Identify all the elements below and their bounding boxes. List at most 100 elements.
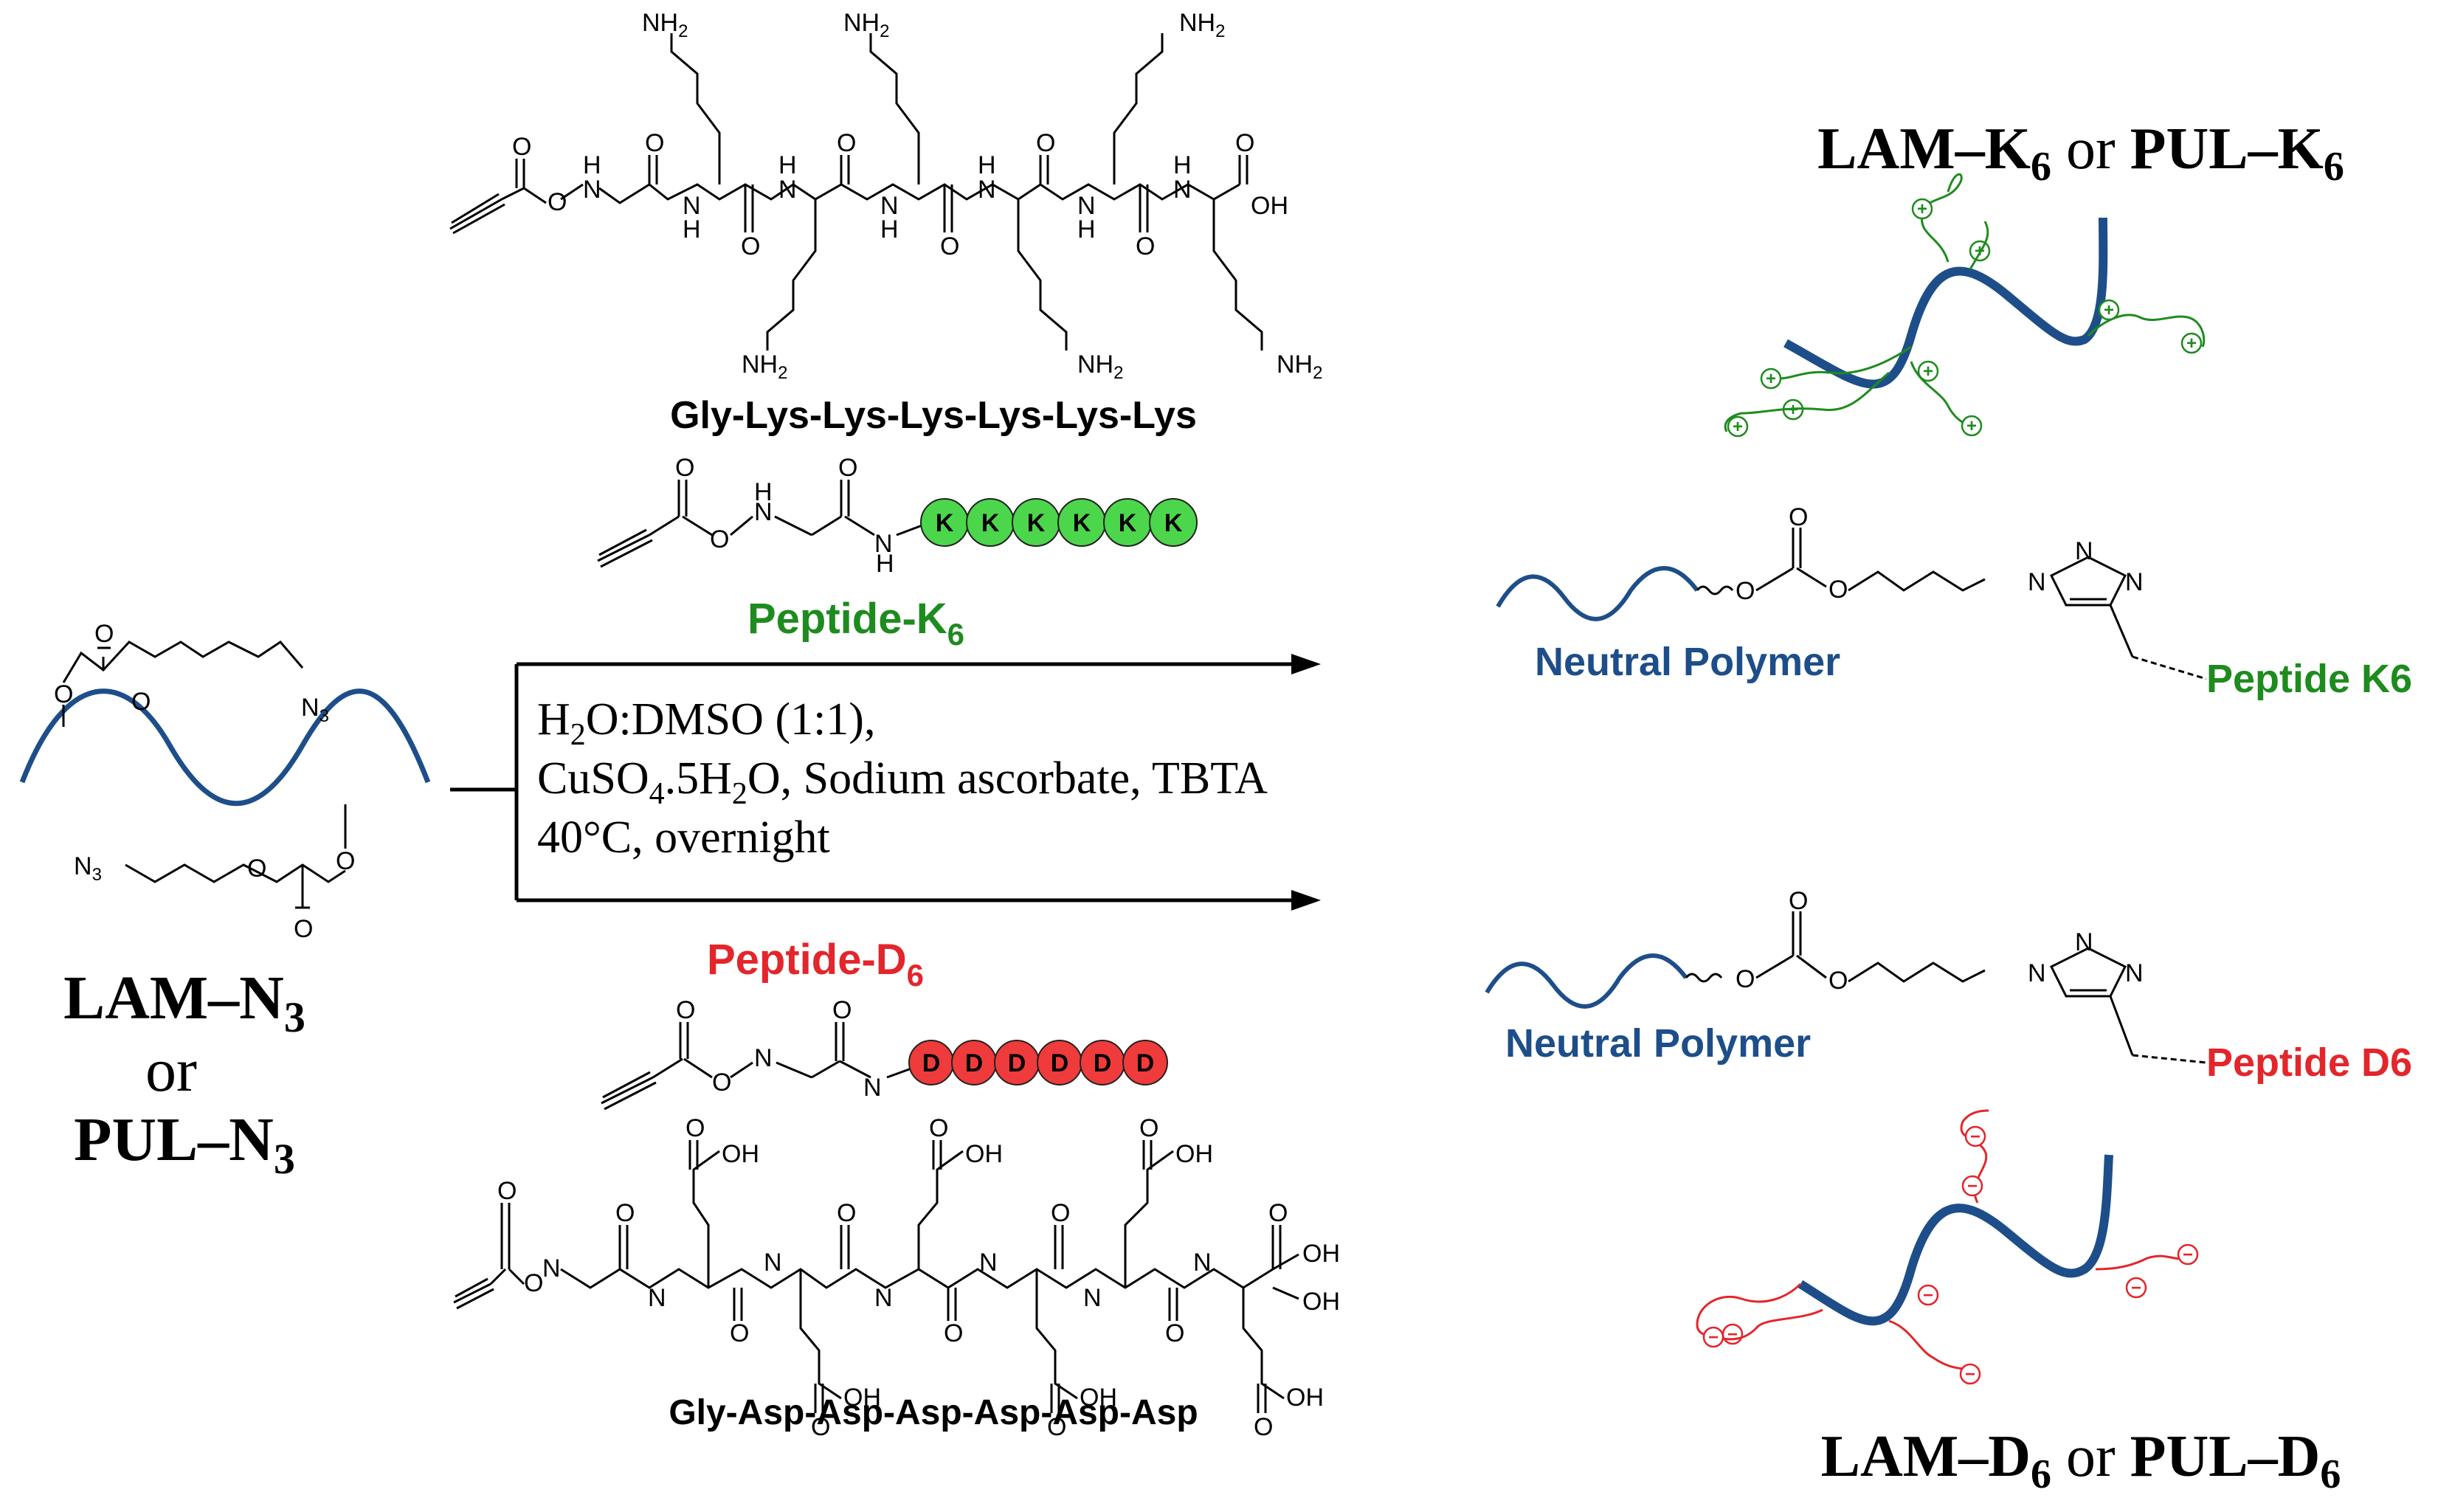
pk-conj-o-1: O [1736, 577, 1755, 605]
product-d-chain [1711, 1308, 1823, 1341]
pd-oh-side-4: OH [843, 1384, 881, 1412]
product-k-polymer-chain [1783, 217, 2108, 389]
pk-conj-o-2: O [1789, 503, 1808, 531]
product-k-charge [1760, 367, 1782, 390]
pk-nh2-4: NH2 [742, 351, 787, 383]
pk-conj-n-1: N [2028, 568, 2046, 596]
pd-o-side-2: O [929, 1114, 948, 1142]
product-d-charge-symbol: − [1727, 1325, 1738, 1344]
arrow-head-bottom [1291, 890, 1321, 911]
pk-h-4: H [880, 215, 899, 244]
peptide-d-bead-letter: D [1136, 1049, 1155, 1077]
product-d-charge [1917, 1284, 1939, 1306]
peptide-d-bead-letter: D [1094, 1049, 1112, 1077]
start-or: or [145, 1036, 197, 1105]
pk-h-5: H [978, 151, 996, 179]
pk-h-2: H [683, 215, 701, 244]
product-k-chain [1770, 345, 1912, 380]
pk-n-1: N [583, 176, 601, 204]
pk-bead-o-carbonyl: O [675, 454, 694, 482]
conditions-line-2: CuSO4.5H2O, Sodium ascorbate, TBTA [537, 753, 1268, 811]
pd-oh-side-6: OH [1286, 1384, 1324, 1412]
peptide-d-bead-letter: D [965, 1049, 984, 1077]
pd-bead-o-2: O [832, 996, 852, 1024]
peptide-k-bead-letter: K [1164, 509, 1183, 537]
pk-nh2-3: NH2 [1179, 9, 1225, 41]
pd-conj-n-1: N [2028, 959, 2046, 987]
product-k-peptide-label: Peptide K6 [2206, 657, 2412, 701]
product-k-wavy-bond [1696, 585, 1734, 596]
pk-n-2: N [683, 192, 701, 220]
start-labels: LAM–N3 or PUL–N3 [63, 964, 305, 1183]
product-d-chain [1888, 1319, 1972, 1374]
product-k-charge-symbol: + [1966, 416, 1977, 436]
pk-nh2-6: NH2 [1277, 351, 1322, 383]
pd-conj-n-3: N [2125, 959, 2144, 987]
pk-o-2: O [645, 129, 664, 157]
conditions-line-1: H2O:DMSO (1:1), [537, 694, 875, 752]
product-k-charge [1961, 415, 1983, 437]
product-d-charge-symbol: − [1965, 1364, 1975, 1384]
product-d-charge [2177, 1243, 2199, 1266]
pd-o-ester: O [524, 1269, 543, 1297]
pk-nh2-1: NH2 [642, 9, 688, 41]
pd-bead-o-ester: O [712, 1069, 731, 1097]
peptide-d-bead-letter: D [1008, 1049, 1026, 1077]
product-d-charge [1961, 1175, 1983, 1197]
product-d-peptide-label: Peptide D6 [2206, 1040, 2412, 1085]
start-title-pul: PUL–N3 [74, 1105, 295, 1183]
product-k-conj-bonds [1755, 528, 2207, 680]
conditions-line-3: 40°C, overnight [537, 812, 830, 863]
pk-bead-h-2: H [876, 550, 894, 578]
pd-o-8: O [1268, 1199, 1288, 1227]
pk-n-5: N [978, 176, 996, 204]
product-d-charge-symbol: − [2183, 1245, 2193, 1265]
peptide-k-bead [1149, 498, 1198, 547]
pd-o-carbonyl: O [497, 1177, 517, 1205]
start-polymer: O O O N3 O O O N3 [19, 620, 431, 943]
start-polymer-chain [19, 688, 431, 807]
pk-n-7: N [1173, 176, 1192, 204]
product-d-polymer-label: Neutral Polymer [1505, 1021, 1811, 1066]
peptide-k-bead-letter: K [1073, 509, 1091, 537]
pk-h-1: H [583, 151, 601, 179]
pd-n-6: N [1083, 1284, 1102, 1312]
product-k-chain [1724, 371, 1890, 432]
start-upper-carbonate [62, 641, 304, 727]
pk-o-ester: O [548, 188, 567, 216]
peptide-d-label: Peptide-D6 [707, 936, 924, 993]
pk-n-4: N [880, 192, 899, 220]
pk-o-8: O [1235, 129, 1254, 157]
product-k-chain [1920, 173, 1963, 263]
pd-n-1: N [542, 1254, 561, 1283]
product-d-charge [1702, 1326, 1724, 1348]
pk-n-3: N [778, 176, 797, 204]
product-d-conj-polymer [1485, 953, 1688, 1009]
pd-oh-side-5: OH [1080, 1384, 1117, 1412]
product-k-charge [1911, 198, 1933, 220]
start-title-lam: LAM–N3 [63, 964, 305, 1041]
product-d-charge-symbol: − [1970, 1127, 1980, 1147]
start-o-2: O [94, 620, 114, 648]
pd-o-7: O [1165, 1319, 1184, 1347]
pk-oh: OH [1251, 192, 1288, 220]
start-o-6: O [294, 915, 313, 943]
start-n3-upper: N3 [301, 694, 329, 726]
product-k-charge-symbol: + [1788, 400, 1798, 420]
pd-conj-o-3: O [1828, 967, 1848, 995]
pk-o-carbonyl: O [512, 133, 531, 161]
peptide-d-sequence: Gly-Asp-Asp-Asp-Asp-Asp-Asp [669, 1393, 1198, 1432]
product-k-charge [1727, 415, 1749, 438]
reaction-conditions: H2O:DMSO (1:1), CuSO4.5H2O, Sodium ascor… [537, 694, 1268, 863]
pd-o-4: O [837, 1199, 856, 1227]
product-d-charge [2125, 1277, 2147, 1299]
product-d-charge-symbol: − [1923, 1285, 1933, 1305]
pd-o-side-1: O [685, 1114, 705, 1142]
product-k-peptide-chains: +++++++++ [1724, 173, 2206, 438]
pd-o-side-5: O [1047, 1413, 1066, 1441]
pk-o-7: O [1136, 232, 1155, 260]
